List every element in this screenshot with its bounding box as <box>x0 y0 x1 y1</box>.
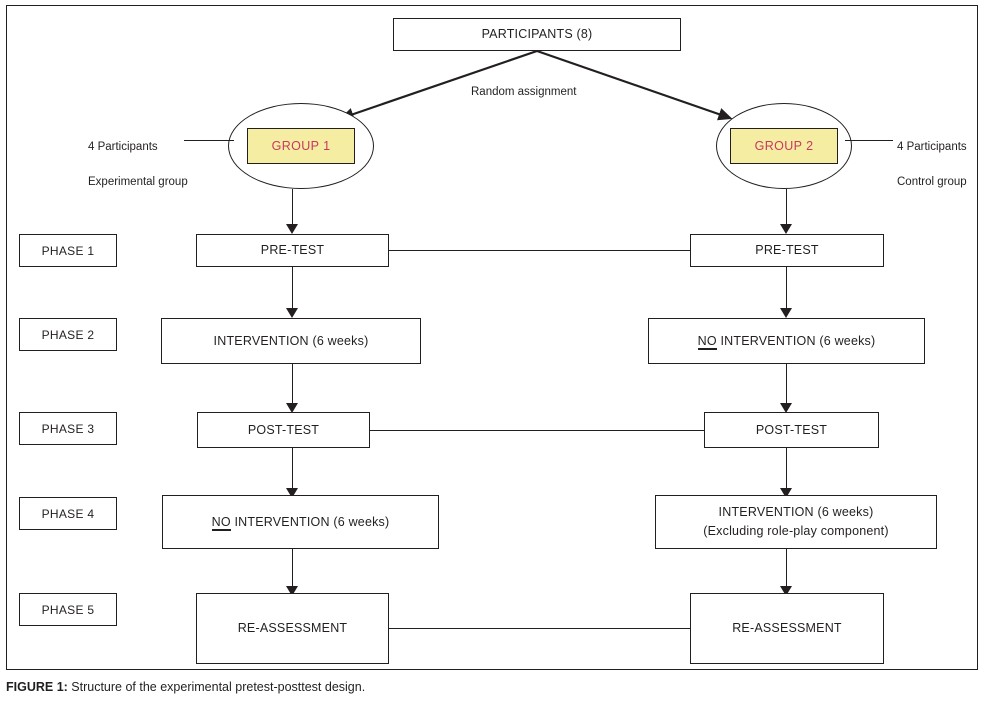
connector-g1-to-pretest <box>292 189 293 228</box>
arrowhead-left-pretest-to-intervention <box>286 308 298 318</box>
right-no-emphasis: NO <box>697 333 717 350</box>
figure-caption-text: Structure of the experimental pretest-po… <box>67 680 366 694</box>
arrowhead-right-intervention-to-reassessment <box>780 586 792 596</box>
figure-outer-frame <box>6 5 978 670</box>
group-1-annotation: 4 Participants Experimental group <box>88 122 188 208</box>
arrowhead-right-posttest-to-intervention <box>780 488 792 498</box>
phase-box-2: PHASE 2 <box>19 318 117 351</box>
phase-5-label: PHASE 5 <box>41 602 95 617</box>
connector-left-intervention-to-posttest <box>292 364 293 408</box>
left-no-emphasis: NO <box>211 514 231 531</box>
right-no-intervention-box: NO INTERVENTION (6 weeks) <box>648 318 925 364</box>
random-assignment-label: Random assignment <box>471 86 577 98</box>
right-pretest-label: PRE-TEST <box>755 243 819 258</box>
cross-connector-reassessment <box>389 628 690 629</box>
connector-left-pretest-to-intervention <box>292 267 293 312</box>
left-reassessment-box: RE-ASSESSMENT <box>196 593 389 664</box>
left-intervention-label: INTERVENTION (6 weeks) <box>213 333 369 348</box>
left-reassessment-label: RE-ASSESSMENT <box>237 621 348 636</box>
left-no-intervention-label: NO INTERVENTION (6 weeks) <box>211 513 390 532</box>
group-1-annotation-leader <box>184 140 234 141</box>
right-posttest-box: POST-TEST <box>704 412 879 448</box>
group-1-chip: GROUP 1 <box>247 128 355 164</box>
right-no-intervention-label: NO INTERVENTION (6 weeks) <box>697 332 876 351</box>
phase-1-label: PHASE 1 <box>41 243 95 258</box>
arrowhead-g1-to-pretest <box>286 224 298 234</box>
arrowhead-left-nointervention-to-reassessment <box>286 586 298 596</box>
group-2-annotation-line2: Control group <box>897 175 967 188</box>
group-2-label: GROUP 2 <box>754 139 814 153</box>
group-1-annotation-line2: Experimental group <box>88 175 188 188</box>
right-pretest-box: PRE-TEST <box>690 234 884 267</box>
connector-right-nointervention-to-posttest <box>786 364 787 408</box>
group-2-annotation-leader <box>845 140 893 141</box>
right-intervention-label-line1: INTERVENTION (6 weeks) <box>718 505 874 520</box>
right-no-intervention-rest: INTERVENTION (6 weeks) <box>716 333 876 348</box>
connector-left-posttest-to-nointervention <box>292 448 293 492</box>
left-posttest-label: POST-TEST <box>247 422 320 437</box>
group-2-chip: GROUP 2 <box>730 128 838 164</box>
left-no-intervention-rest: INTERVENTION (6 weeks) <box>230 514 390 529</box>
arrowhead-right-nointervention-to-posttest <box>780 403 792 413</box>
phase-box-5: PHASE 5 <box>19 593 117 626</box>
group-2-oval: GROUP 2 <box>716 103 852 189</box>
right-posttest-label: POST-TEST <box>755 422 828 437</box>
phase-box-4: PHASE 4 <box>19 497 117 530</box>
phase-2-label: PHASE 2 <box>41 327 95 342</box>
arrowhead-left-intervention-to-posttest <box>286 403 298 413</box>
connector-g2-to-pretest <box>786 189 787 228</box>
group-2-annotation: 4 Participants Control group <box>897 122 967 208</box>
group-1-label: GROUP 1 <box>271 139 331 153</box>
arrowhead-right-pretest-to-nointervention <box>780 308 792 318</box>
cross-connector-pretest <box>389 250 690 251</box>
left-pretest-box: PRE-TEST <box>196 234 389 267</box>
right-intervention-label-line2: (Excluding role-play component) <box>703 524 889 538</box>
right-reassessment-box: RE-ASSESSMENT <box>690 593 884 664</box>
phase-3-label: PHASE 3 <box>41 421 95 436</box>
left-intervention-box: INTERVENTION (6 weeks) <box>161 318 421 364</box>
right-reassessment-label: RE-ASSESSMENT <box>732 621 842 636</box>
group-1-oval: GROUP 1 <box>228 103 374 189</box>
right-intervention-box: INTERVENTION (6 weeks) (Excluding role-p… <box>655 495 937 549</box>
group-2-annotation-line1: 4 Participants <box>897 141 967 154</box>
connector-right-posttest-to-intervention <box>786 448 787 492</box>
group-1-annotation-line1: 4 Participants <box>88 141 158 154</box>
left-no-intervention-box: NO INTERVENTION (6 weeks) <box>162 495 439 549</box>
figure-caption-label: FIGURE 1: <box>6 680 68 694</box>
left-pretest-label: PRE-TEST <box>260 243 325 258</box>
left-posttest-box: POST-TEST <box>197 412 370 448</box>
phase-box-1: PHASE 1 <box>19 234 117 267</box>
participants-box: PARTICIPANTS (8) <box>393 18 681 51</box>
connector-right-intervention-to-reassessment <box>786 549 787 593</box>
figure-caption: FIGURE 1: Structure of the experimental … <box>6 680 365 694</box>
connector-right-pretest-to-nointervention <box>786 267 787 312</box>
phase-4-label: PHASE 4 <box>41 506 95 521</box>
participants-label: PARTICIPANTS (8) <box>481 27 593 42</box>
connector-left-nointervention-to-reassessment <box>292 549 293 593</box>
phase-box-3: PHASE 3 <box>19 412 117 445</box>
arrowhead-g2-to-pretest <box>780 224 792 234</box>
arrowhead-left-posttest-to-nointervention <box>286 488 298 498</box>
cross-connector-posttest <box>370 430 704 431</box>
